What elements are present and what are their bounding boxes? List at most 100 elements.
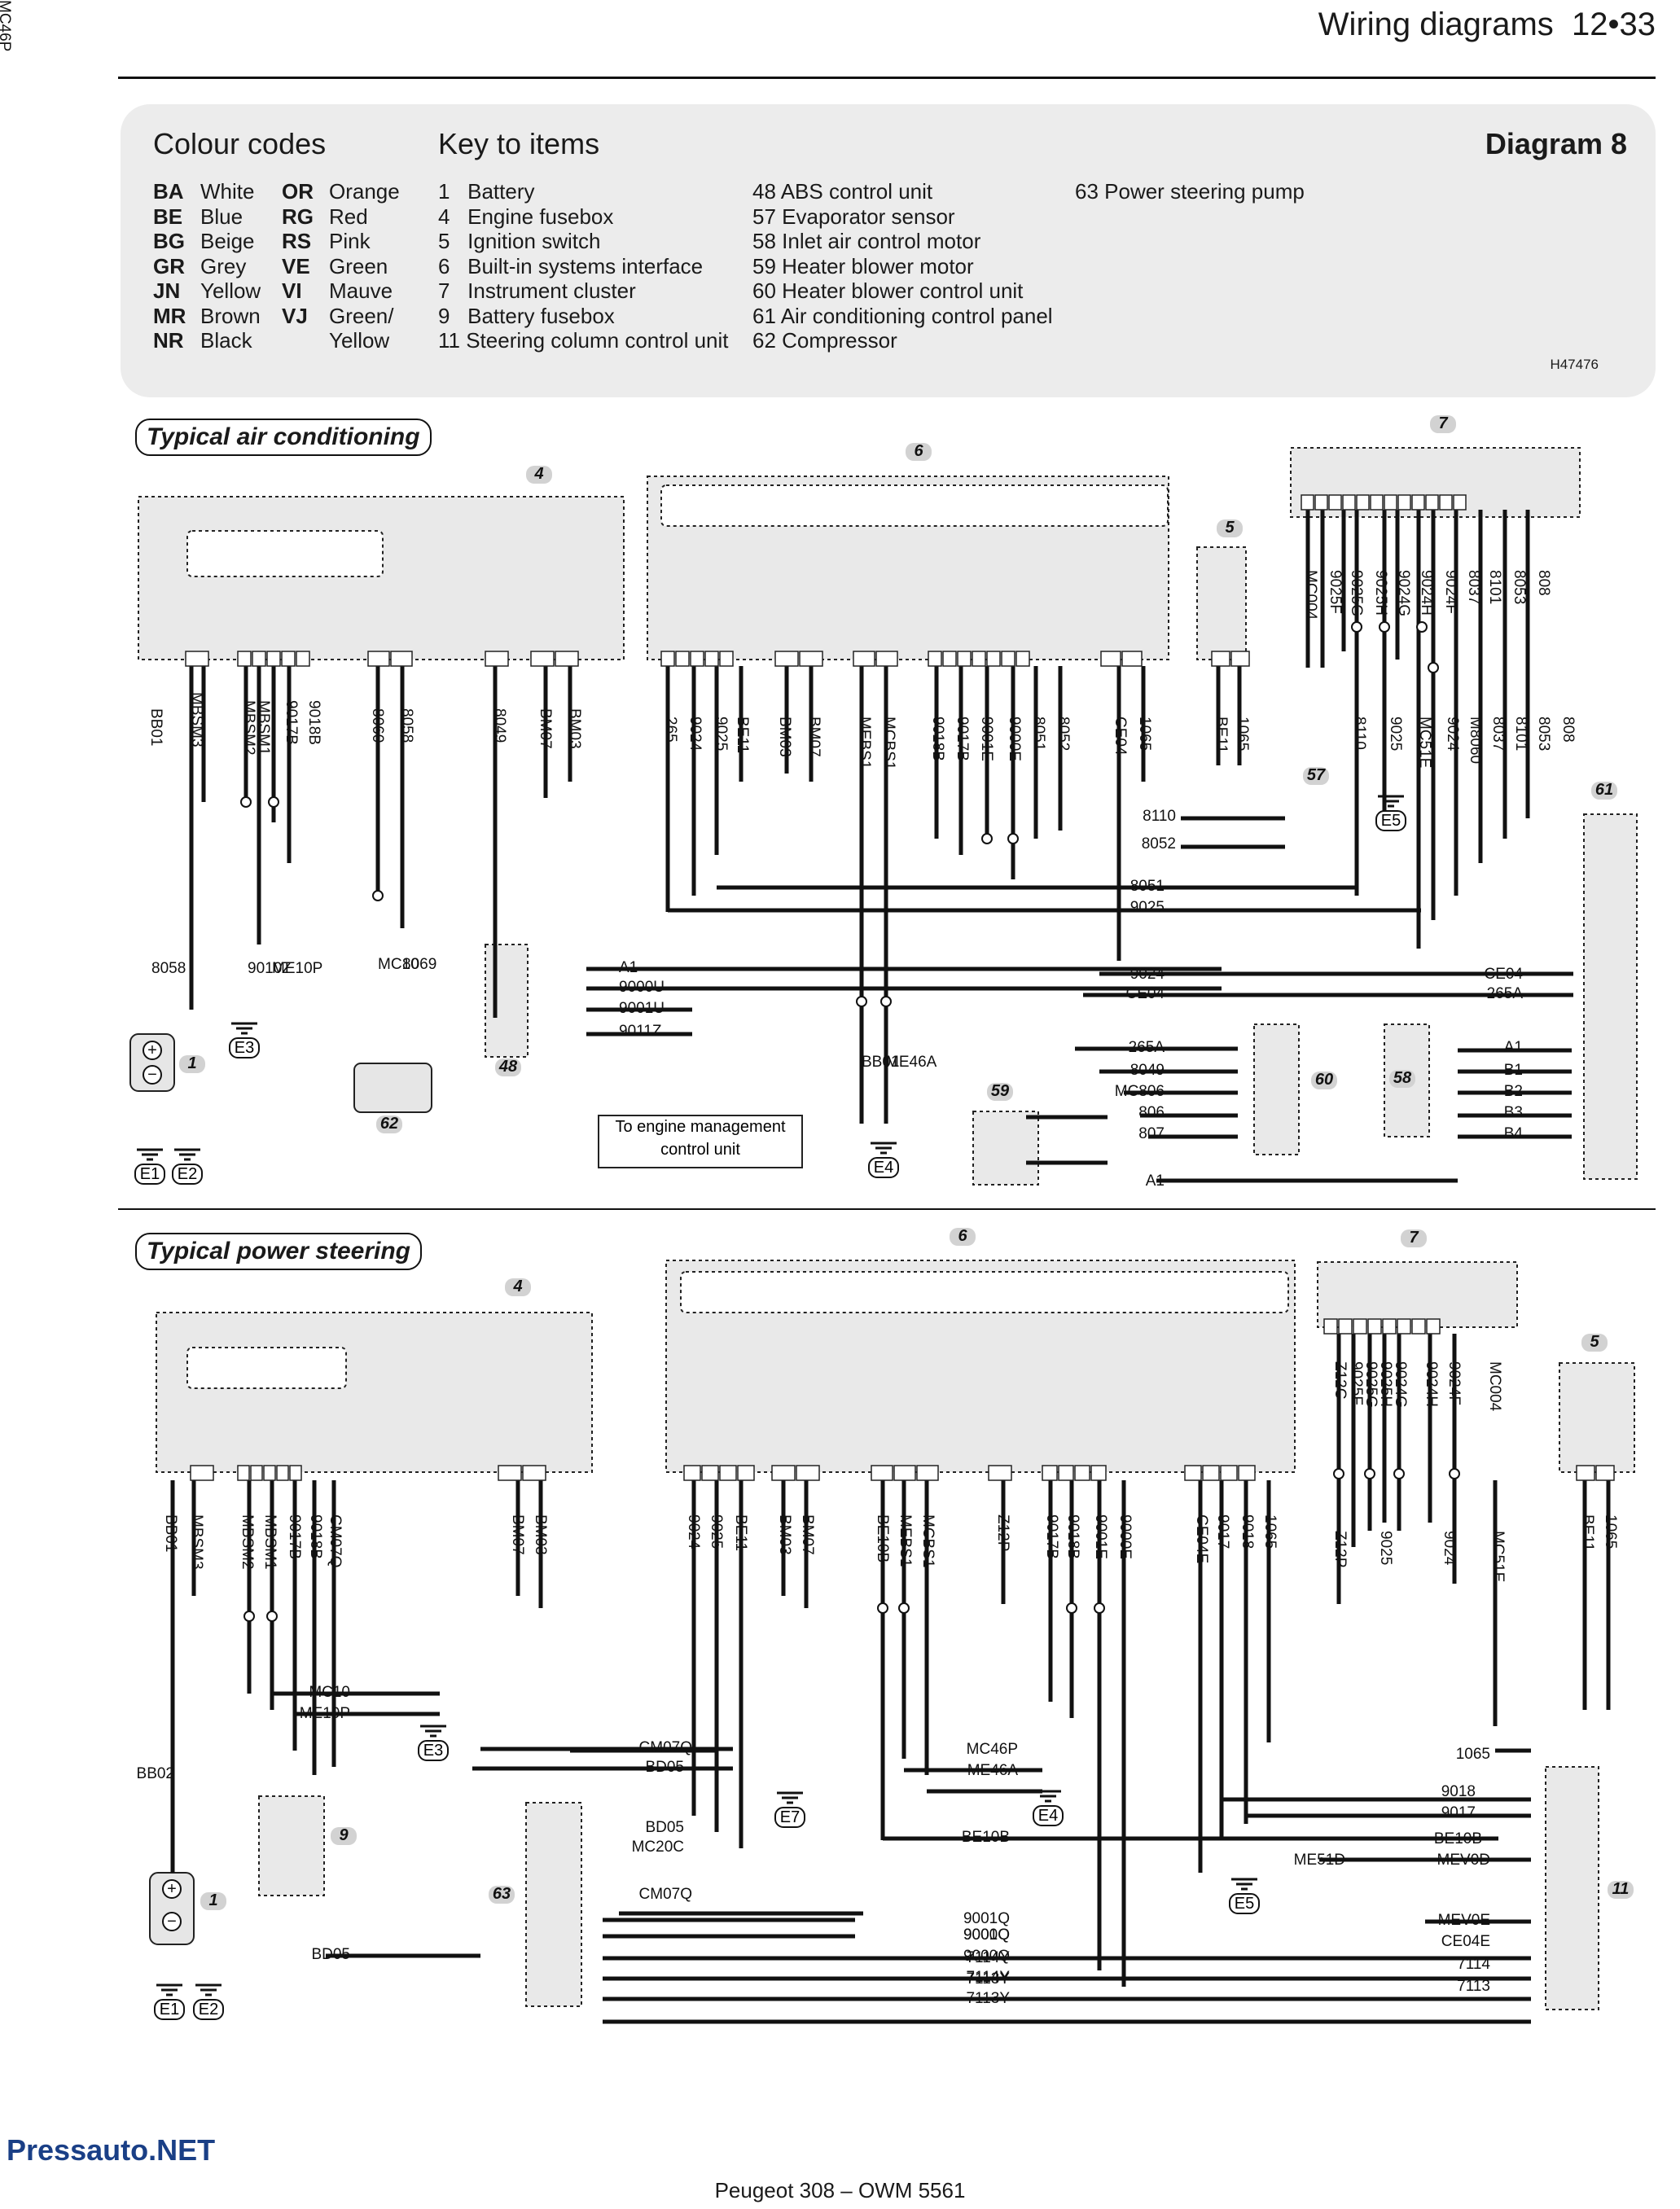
connector-pin [1411, 494, 1425, 511]
key-item: 62 Compressor [752, 328, 897, 353]
ground-label: E1 [160, 2001, 179, 2018]
engine-fusebox-outline [138, 496, 625, 660]
wire-label: BM03 [532, 1514, 549, 1555]
component-tag-bg [950, 1228, 976, 1246]
wire-label: CE04 [1125, 985, 1165, 1002]
wire-label: 265A [1487, 985, 1524, 1002]
blower-motor-outline [972, 1111, 1039, 1186]
wire-label: CM07Q [639, 1739, 692, 1756]
battery-terminal [143, 1041, 162, 1060]
connector-pin [893, 1465, 916, 1481]
compressor-body [353, 1063, 432, 1113]
connector-pin [1090, 1465, 1107, 1481]
blower-control-outline [1253, 1023, 1300, 1155]
colour-code: MR [153, 303, 186, 328]
key-item: 11 Steering column control unit [438, 328, 729, 353]
connector-pin [853, 651, 875, 667]
ground-tag [1033, 1805, 1064, 1826]
connector-pin [276, 1465, 289, 1481]
note-line-1: To engine management [615, 1118, 785, 1136]
wire-label: MBSM1 [261, 1514, 279, 1570]
ground-tag [774, 1807, 805, 1828]
connector-pin [1184, 1465, 1202, 1481]
wire-label: 9025 [1387, 717, 1404, 751]
key-item: 58 Inlet air control motor [752, 229, 981, 253]
wire-label: 8110 [1143, 808, 1176, 825]
connector-pin [1042, 1465, 1058, 1481]
junction-dot [1351, 621, 1362, 633]
connector-pin [296, 651, 310, 667]
wire-label: BM03 [776, 717, 793, 757]
component-tag-bg [1591, 782, 1617, 800]
wire-label: 806 [1138, 1104, 1165, 1121]
wire-label: ME46A [967, 1762, 1019, 1779]
wire-label: 9025 [1377, 1531, 1394, 1565]
wire-label: BD05 [311, 1946, 350, 1963]
connector-pin [771, 1465, 796, 1481]
connector-pin [1411, 1318, 1426, 1335]
ground-label: E2 [199, 2001, 218, 2018]
wire-label: MC10 [378, 956, 419, 973]
watermark-source: Pressauto.NET [7, 2133, 216, 2167]
header-rule [118, 77, 1656, 79]
wire-label: 9001U [619, 1000, 665, 1017]
wire-label: BE11 [734, 717, 751, 753]
connector-pin [555, 651, 579, 667]
component-number: 11 [1612, 1880, 1630, 1898]
wire-label: 9001Q [963, 1926, 1010, 1944]
junction-dot [1066, 1602, 1077, 1614]
wire-label: 9017B [283, 700, 300, 745]
wire-label: 9018 [1441, 1783, 1476, 1800]
header-title: Wiring diagrams [1318, 7, 1554, 42]
colour-code: BA [153, 179, 184, 204]
wire-label: MBSM3 [188, 1514, 205, 1570]
wire-label: 7114Y [966, 1969, 1010, 1986]
connector-pin [530, 651, 555, 667]
wire-label: 265 [662, 717, 679, 743]
wire-label: 8053 [1511, 570, 1528, 604]
wire-label: 8060 [369, 708, 386, 743]
key-item: 9 Battery fusebox [438, 303, 615, 328]
steering-control-outline [1545, 1766, 1599, 2010]
ground-label: E2 [178, 1165, 197, 1183]
wire-label: BD05 [645, 1759, 684, 1776]
colour-code: NR [153, 328, 184, 353]
junction-dots [240, 621, 1460, 1622]
connector-pin [1356, 494, 1370, 511]
key-to-items-heading: Key to items [438, 127, 600, 160]
connector-pin [237, 1465, 250, 1481]
ground-symbol: E5 [1229, 1878, 1260, 1914]
wire-label: 265A [1129, 1039, 1165, 1056]
connector-pin [390, 651, 413, 667]
wire-label: BM07 [537, 708, 554, 749]
wire-label: 9017B [286, 1514, 303, 1559]
connector-pin [1211, 651, 1230, 667]
junction-dot [240, 796, 252, 808]
wire-label: MC46P [967, 1741, 1018, 1758]
wire-label: 9024 [1130, 966, 1165, 983]
component-tag-bg [906, 443, 932, 461]
junction-dot [1393, 1468, 1405, 1479]
wire-label: 9018B [305, 700, 322, 745]
component-number: 6 [958, 1227, 967, 1245]
wire-label: MC46P [0, 0, 13, 51]
bsi-relay-area-2 [680, 1271, 1289, 1313]
colour-name: Yellow [200, 278, 261, 303]
junction-dot [1333, 1468, 1344, 1479]
ground-tag [134, 1164, 165, 1185]
wire-label: 9017B [1043, 1514, 1060, 1559]
connector-pin [1001, 651, 1015, 667]
key-list-col3: 63 Power steering pump [1075, 179, 1305, 204]
wire-label: MC51E [1416, 717, 1433, 768]
key-item: 57 Evaporator sensor [752, 204, 955, 229]
wire-label: BE11 [1213, 717, 1230, 753]
component-tag-bg [1581, 1334, 1608, 1352]
colour-name: Blue [200, 204, 243, 229]
